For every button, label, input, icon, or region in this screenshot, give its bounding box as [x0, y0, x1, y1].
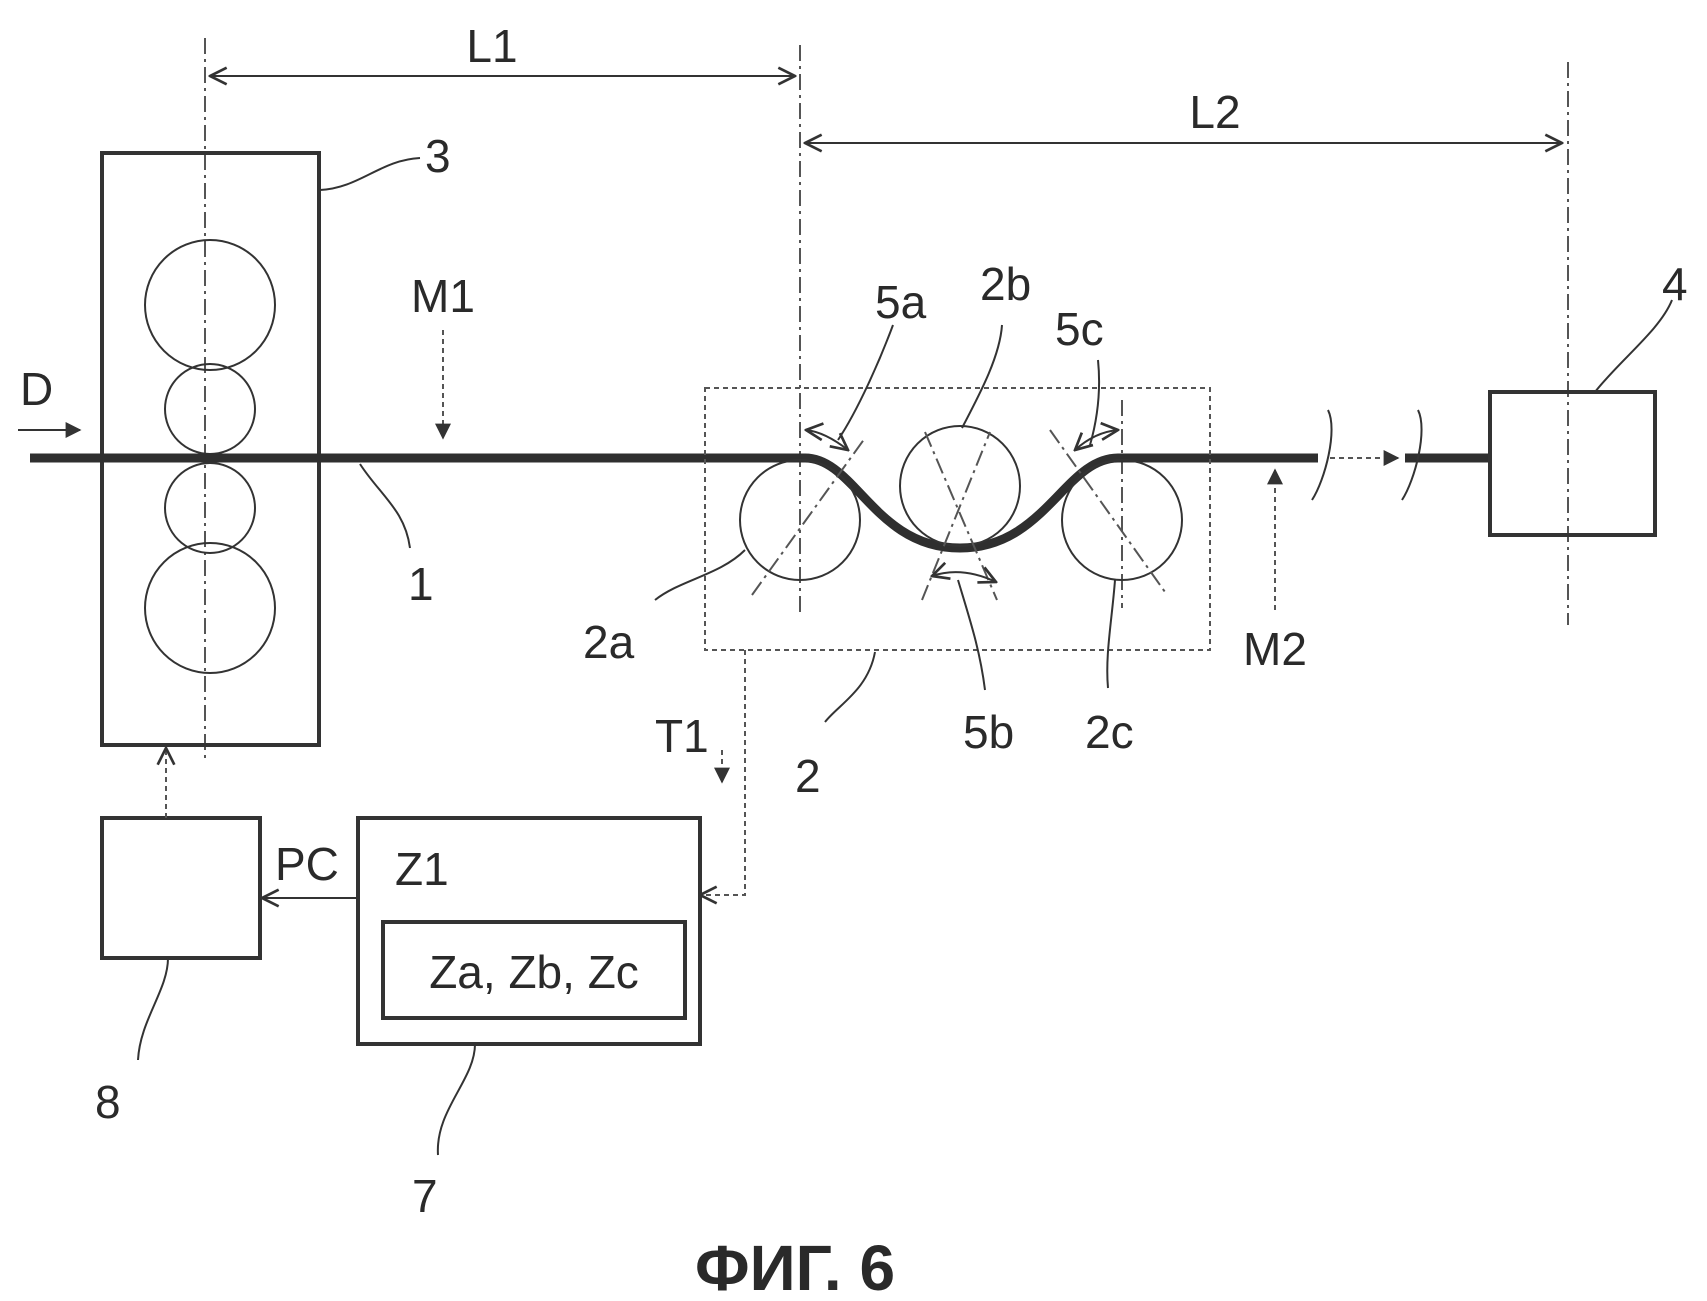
work-roll-lower [164, 462, 256, 554]
roll-2a-tilt-axis [751, 437, 866, 596]
leader-5b [957, 579, 986, 691]
label-2c: 2c [1085, 706, 1134, 758]
angle-arrow-5a [806, 430, 848, 450]
roll-2b [899, 425, 1021, 547]
label-5c: 5c [1055, 303, 1104, 355]
label-3: 3 [425, 130, 451, 182]
label-Z1: Z1 [395, 843, 449, 895]
leader-5a [837, 324, 894, 441]
roll-2c-tilt-axis [1049, 429, 1166, 593]
leader-5c [1089, 359, 1101, 446]
label-8: 8 [95, 1076, 121, 1128]
rolling-stand-3 [100, 151, 321, 747]
leader-4 [1594, 299, 1673, 393]
leader-7 [436, 1043, 476, 1156]
label-2a: 2a [583, 616, 635, 668]
label-M2: M2 [1243, 623, 1307, 675]
label-4: 4 [1662, 258, 1688, 310]
figure-caption: ФИГ. 6 [695, 1232, 895, 1301]
leader-2c [1106, 579, 1116, 689]
label-7: 7 [412, 1170, 438, 1222]
backup-roll-lower [144, 542, 276, 674]
label-2b: 2b [980, 258, 1031, 310]
label-M1: M1 [411, 270, 475, 322]
leader-2 [824, 651, 876, 723]
break-mark-right [1401, 409, 1423, 501]
downstream-unit-4 [1488, 390, 1657, 537]
roll-2a [739, 459, 861, 581]
leveler-unit-2 [704, 387, 1211, 651]
angle-arrow-5b [932, 572, 996, 582]
label-T1: T1 [655, 710, 709, 762]
metal-strip-1 [30, 453, 1318, 553]
break-mark-left [1311, 409, 1333, 501]
label-1: 1 [408, 558, 434, 610]
label-PC: PC [275, 838, 339, 890]
label-2: 2 [795, 750, 821, 802]
leader-2a [654, 549, 746, 601]
label-D: D [20, 363, 53, 415]
actuator-8 [100, 816, 262, 960]
leader-2b [961, 324, 1003, 429]
label-5b: 5b [963, 706, 1014, 758]
label-L2: L2 [1189, 86, 1240, 138]
signal-line-T1 [700, 650, 746, 895]
leader-3 [319, 157, 421, 191]
angle-arrow-5c [1075, 430, 1118, 450]
leader-1 [359, 463, 411, 549]
work-roll-upper [164, 363, 256, 455]
label-Za-Zb-Zc: Za, Zb, Zc [429, 946, 639, 998]
leader-8 [137, 957, 169, 1061]
roll-2c [1061, 459, 1183, 581]
parameter-box [381, 920, 687, 1020]
label-5a: 5a [875, 276, 927, 328]
backup-roll-upper [144, 239, 276, 371]
label-L1: L1 [466, 20, 517, 72]
controller-7 [356, 816, 702, 1046]
